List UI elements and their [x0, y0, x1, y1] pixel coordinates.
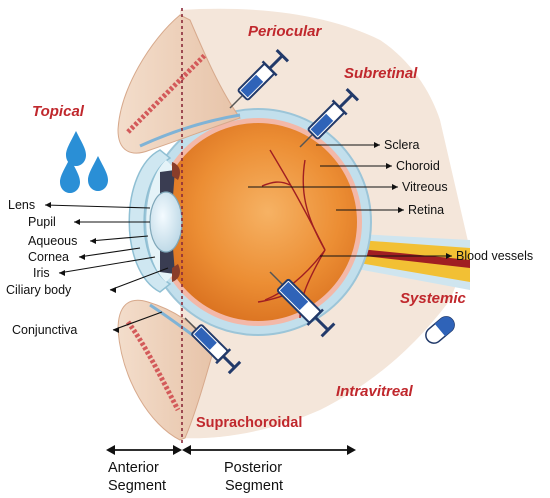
- anterior-segment-line1: Anterior: [108, 460, 159, 476]
- route-subretinal: Subretinal: [344, 65, 418, 82]
- intravitreal-syringe-icon: [269, 271, 336, 338]
- label-retina: Retina: [408, 203, 444, 217]
- route-intravitreal: Intravitreal: [336, 383, 414, 400]
- cornea: [128, 149, 172, 293]
- route-periocular: Periocular: [248, 23, 323, 40]
- label-choroid: Choroid: [396, 159, 440, 173]
- periocular-syringe-icon: [229, 48, 290, 109]
- label-blood-vessels: Blood vessels: [456, 249, 533, 263]
- route-suprachoroidal: Suprachoroidal: [196, 415, 302, 431]
- segment-arrows: [106, 445, 356, 455]
- label-ciliary-body: Ciliary body: [6, 283, 72, 297]
- label-sclera: Sclera: [384, 138, 419, 152]
- label-aqueous: Aqueous: [28, 234, 77, 248]
- label-pupil: Pupil: [28, 215, 56, 229]
- label-vitreous: Vitreous: [402, 180, 448, 194]
- anterior-segment-line2: Segment: [108, 478, 166, 494]
- label-conjunctiva: Conjunctiva: [12, 323, 77, 337]
- posterior-segment-line1: Posterior: [224, 460, 282, 476]
- upper-eyelid: [117, 14, 241, 154]
- label-lens: Lens: [8, 198, 35, 212]
- left-label-pointers: [44, 202, 169, 333]
- ciliary-body: [172, 162, 180, 180]
- pill-capsule-icon: [425, 316, 455, 344]
- aqueous-chamber: [146, 160, 176, 282]
- label-iris: Iris: [33, 266, 50, 280]
- eye-drops-icon: [60, 131, 108, 193]
- route-systemic: Systemic: [400, 290, 467, 307]
- iris: [160, 170, 175, 198]
- posterior-segment-line2: Segment: [225, 478, 283, 494]
- route-topical: Topical: [32, 103, 85, 120]
- label-cornea: Cornea: [28, 250, 69, 264]
- vitreous-body: [159, 123, 357, 321]
- right-label-pointers: [248, 142, 452, 259]
- subretinal-syringe-icon: [299, 87, 360, 148]
- lens: [149, 191, 183, 253]
- suprachoroidal-syringe-icon: [184, 317, 242, 375]
